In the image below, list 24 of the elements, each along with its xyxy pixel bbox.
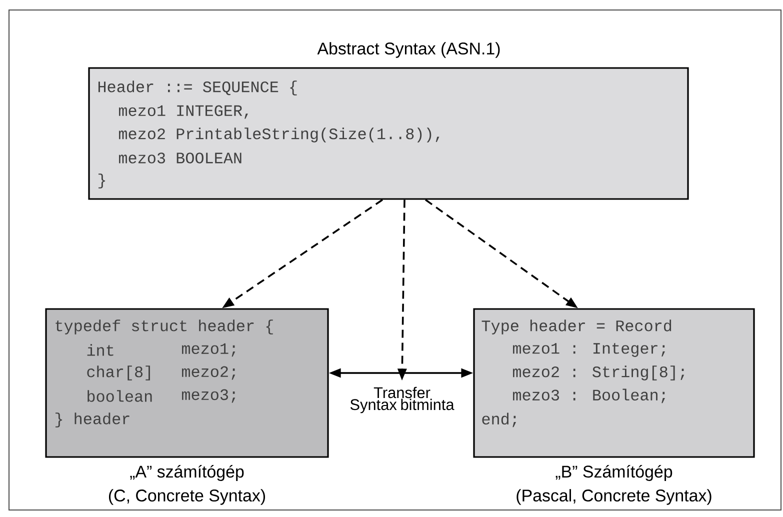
code-line: mezo1 : Integer; bbox=[512, 343, 665, 357]
code-line: end; bbox=[482, 412, 516, 428]
code-line: } header bbox=[56, 412, 130, 428]
code-line: typedef struct header { bbox=[56, 320, 273, 334]
code-line: int bbox=[87, 344, 114, 356]
code-line: Type header = Record bbox=[482, 320, 672, 334]
node-label: „B” Számítógép bbox=[556, 465, 672, 481]
code-line: mezo3; bbox=[182, 389, 236, 403]
code-line: mezo3 : Boolean; bbox=[512, 388, 665, 404]
code-line: boolean bbox=[88, 390, 152, 402]
code-line: mezo2 : String[8]; bbox=[512, 366, 684, 380]
code-line: Header ::= SEQUENCE { bbox=[98, 80, 297, 96]
code-line: mezo2; bbox=[182, 366, 236, 380]
code-line: } bbox=[98, 174, 105, 188]
code-line: char[8] bbox=[87, 366, 150, 380]
node-label: (Pascal, Concrete Syntax) bbox=[516, 489, 712, 505]
code-line: mezo2 PrintableString(Size(1..8)), bbox=[118, 128, 440, 142]
transfer-label: Transfer Syntax bitminta bbox=[350, 386, 454, 414]
node-label: „A” számítógép bbox=[130, 465, 244, 481]
code-line: mezo1; bbox=[182, 343, 236, 357]
code-line: mezo3 BOOLEAN bbox=[118, 152, 242, 164]
code-line: mezo1 INTEGER, bbox=[118, 105, 248, 119]
heading: Abstract Syntax (ASN.1) bbox=[317, 42, 500, 58]
node-label: (C, Concrete Syntax) bbox=[109, 489, 265, 505]
